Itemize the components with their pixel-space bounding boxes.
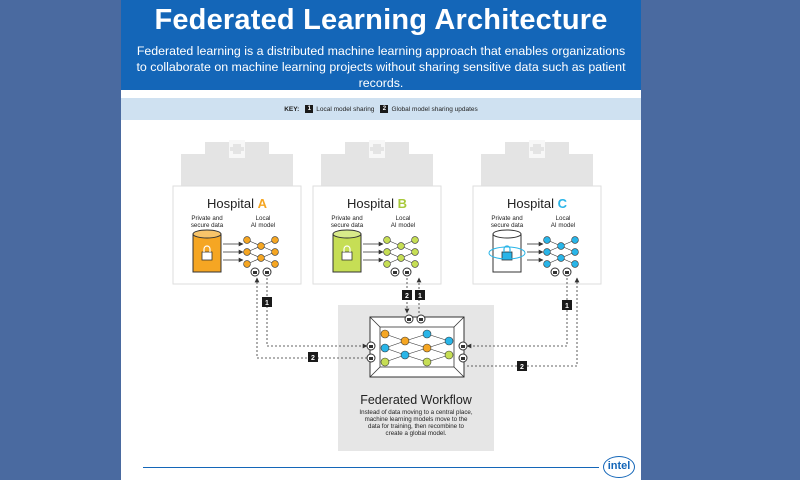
local-neural-net-icon: [543, 236, 579, 268]
global-neural-net-icon: [380, 329, 454, 367]
key-item-global: 2 Global model sharing updates: [380, 105, 478, 113]
header-banner: Federated Learning Architecture Federate…: [121, 0, 641, 90]
badge-1-a: 1: [265, 300, 269, 307]
lock-icons: [250, 267, 272, 277]
federated-diagram: Hospital A Private and secure data Local…: [172, 140, 602, 451]
hospital-b-name: Hospital B: [347, 196, 407, 211]
key-label: KEY:: [284, 105, 300, 113]
private-data-label: Private and: [331, 215, 363, 222]
local-model-label-2: AI model: [251, 222, 275, 229]
hospital-c-group: Hospital C Private and secure data Local…: [472, 140, 602, 285]
local-model-label-2: AI model: [551, 222, 575, 229]
private-data-label-2: secure data: [331, 222, 364, 229]
federated-workflow-box: Federated Workflow Instead of data movin…: [338, 305, 494, 451]
badge-2-a: 2: [311, 355, 315, 362]
local-neural-net-icon: [243, 236, 279, 268]
secure-database-icon: [488, 229, 526, 273]
data-flow-arrows: [363, 241, 384, 263]
secure-database-icon: [332, 229, 362, 273]
lock-icons: [550, 267, 572, 277]
footer-divider: [143, 467, 599, 468]
secure-database-icon: [192, 229, 222, 273]
key-item-local: 1 Local model sharing: [305, 105, 374, 113]
local-model-label: Local: [556, 215, 571, 222]
workflow-desc-1: Instead of data moving to a central plac…: [359, 409, 472, 416]
local-model-label: Local: [396, 215, 411, 222]
badge-2-c: 2: [520, 364, 524, 371]
page-subtitle: Federated learning is a distributed mach…: [136, 44, 626, 90]
key-badge-2: 2: [380, 105, 389, 113]
local-model-label-2: AI model: [391, 222, 415, 229]
workflow-desc-2: machine learning models move to the: [365, 416, 468, 423]
hospital-c-name: Hospital C: [507, 196, 568, 211]
workflow-desc-4: create a global model.: [386, 430, 447, 437]
workflow-desc-3: data for training, then recombine to: [368, 423, 465, 430]
hospital-a-group: Hospital A Private and secure data Local…: [172, 140, 302, 285]
data-flow-arrows: [527, 241, 544, 263]
key-badge-1: 1: [305, 105, 314, 113]
hospital-a-name: Hospital A: [207, 196, 268, 211]
private-data-label: Private and: [491, 215, 523, 222]
infographic-card: Federated Learning Architecture Federate…: [121, 0, 641, 480]
local-model-label: Local: [256, 215, 271, 222]
intel-logo: intel: [603, 456, 635, 478]
key-legend: KEY: 1 Local model sharing 2 Global mode…: [121, 98, 641, 120]
key-text-local: Local model sharing: [316, 105, 375, 113]
hospital-b-group: Hospital B Private and secure data Local…: [312, 140, 442, 285]
page-title: Federated Learning Architecture: [154, 4, 608, 36]
private-data-label-2: secure data: [491, 222, 524, 229]
badge-2-b: 2: [405, 293, 409, 300]
badge-1-c: 1: [565, 303, 569, 310]
flow-number-badges: 1 2 2 1 1 2: [262, 290, 572, 371]
local-neural-net-icon: [383, 236, 419, 268]
key-text-global: Global model sharing updates: [391, 105, 478, 113]
data-flow-arrows: [223, 241, 244, 263]
badge-1-b: 1: [418, 293, 422, 300]
frame-corner-lines: [369, 316, 465, 378]
workflow-title: Federated Workflow: [360, 393, 473, 407]
private-data-label: Private and: [191, 215, 223, 222]
private-data-label-2: secure data: [191, 222, 224, 229]
lock-icons: [390, 267, 412, 277]
